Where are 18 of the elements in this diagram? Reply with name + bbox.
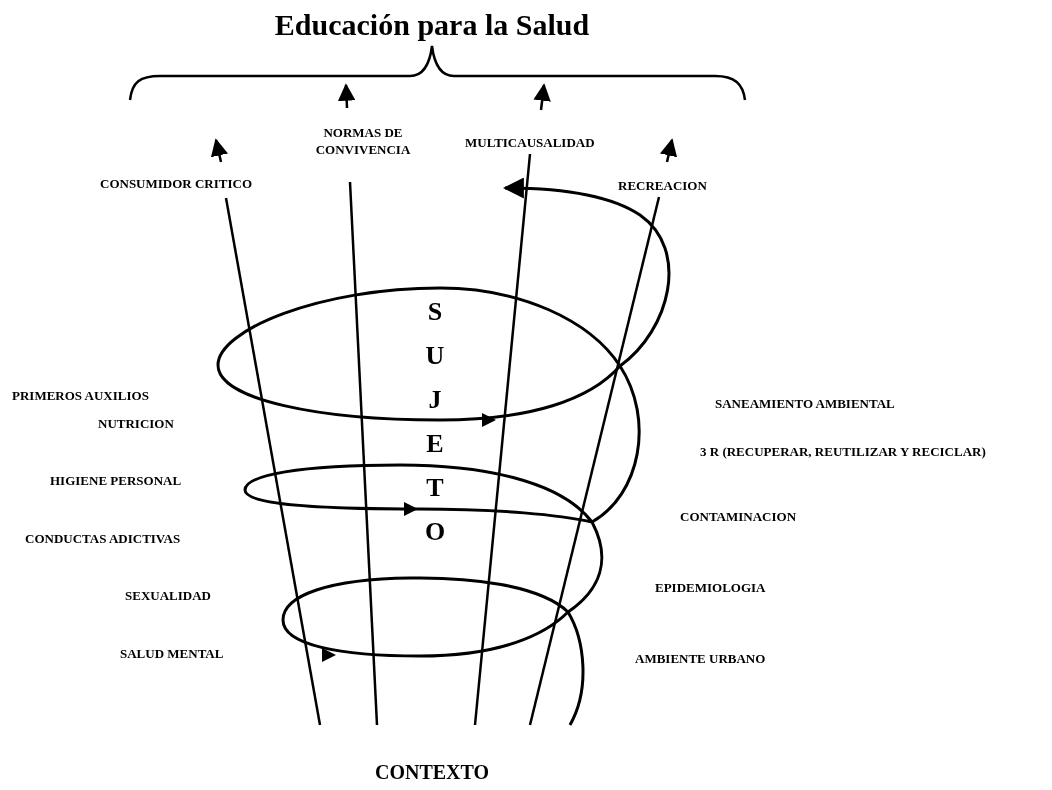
topic-label: EPIDEMIOLOGIA xyxy=(655,579,766,596)
topic-label: PRIMEROS AUXILIOS xyxy=(12,387,149,404)
topic-label: HIGIENE PERSONAL xyxy=(50,472,182,489)
topic-label: RECREACION xyxy=(618,177,707,194)
vertical-label: SUJETO xyxy=(424,296,446,548)
topic-label: SANEAMIENTO AMBIENTAL xyxy=(715,395,895,412)
topic-label: NUTRICION xyxy=(98,415,174,432)
topic-label: 3 R (RECUPERAR, REUTILIZAR Y RECICLAR) xyxy=(700,443,986,460)
topic-label: CONSUMIDOR CRITICO xyxy=(100,175,253,192)
topic-label: CONDUCTAS ADICTIVAS xyxy=(25,530,181,547)
topic-label: NORMAS DE CONVIVENCIA xyxy=(314,124,412,158)
topic-label: CONTAMINACION xyxy=(680,508,797,525)
topic-label: MULTICAUSALIDAD xyxy=(465,134,595,151)
topic-label: SEXUALIDAD xyxy=(125,587,211,604)
topic-label: AMBIENTE URBANO xyxy=(635,650,766,667)
title: Educación para la Salud xyxy=(273,8,591,42)
base-label: CONTEXTO xyxy=(373,760,491,784)
topic-label: SALUD MENTAL xyxy=(120,645,224,662)
